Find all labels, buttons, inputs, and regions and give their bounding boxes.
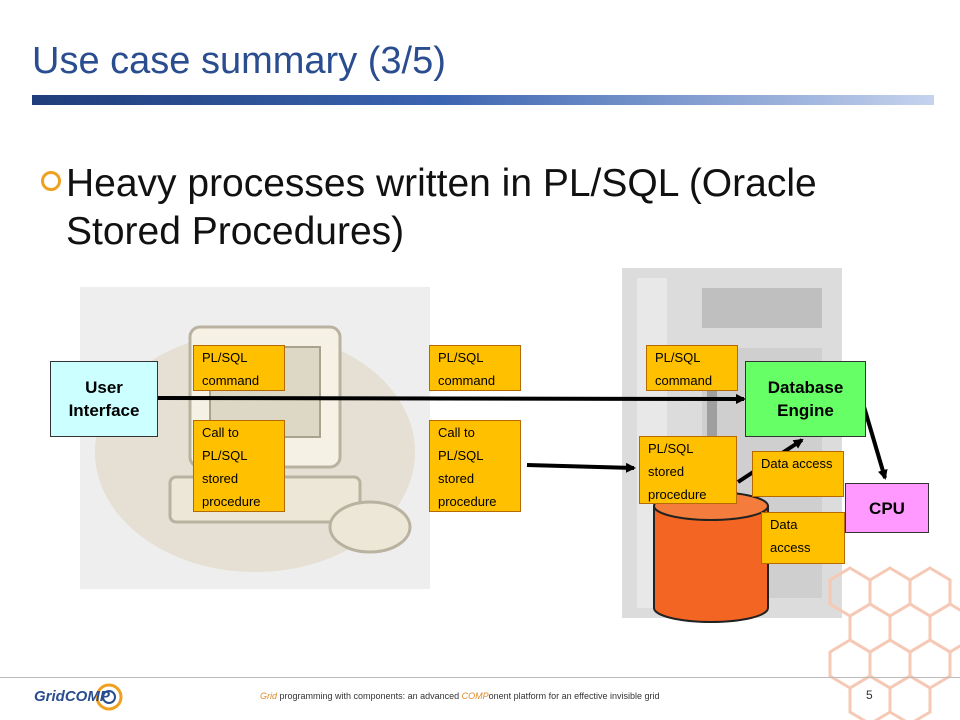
plsql-command-label: PL/SQL command xyxy=(429,345,521,391)
user-interface-box: User Interface xyxy=(50,361,158,437)
footer-grid-word: Grid xyxy=(260,691,278,701)
data-access-label: Data access xyxy=(761,512,845,564)
slide-title: Use case summary (3/5) xyxy=(32,40,446,82)
gridcomp-logo-icon xyxy=(95,683,123,711)
call-procedure-label: Call to PL/SQL stored procedure xyxy=(429,420,521,512)
title-underline xyxy=(32,95,934,105)
gridcomp-logo: GridCOMP xyxy=(34,688,110,705)
plsql-command-label: PL/SQL command xyxy=(193,345,285,391)
plsql-command-label: PL/SQL command xyxy=(646,345,738,391)
stored-procedure-label: PL/SQL stored procedure xyxy=(639,436,737,504)
footer-comp-word: COMP xyxy=(461,691,489,701)
bullet-text: Heavy processes written in PL/SQL (Oracl… xyxy=(66,162,817,253)
footer-text-part: programming with components: an advanced xyxy=(277,691,462,701)
bullet-ring-icon xyxy=(41,171,61,191)
footer-divider xyxy=(0,677,960,678)
page-number: 5 xyxy=(866,688,873,702)
arrow-call-to-procedure xyxy=(526,462,636,473)
call-procedure-label: Call to PL/SQL stored procedure xyxy=(193,420,285,512)
data-access-label: Data access xyxy=(752,451,844,497)
cpu-box: CPU xyxy=(845,483,929,533)
footer-text-part: onent platform for an effective invisibl… xyxy=(488,691,660,701)
footer-caption: Grid programming with components: an adv… xyxy=(260,691,660,701)
arrow-ui-to-engine xyxy=(157,393,746,404)
database-engine-box: Database Engine xyxy=(745,361,866,437)
hexagon-pattern-decoration xyxy=(828,566,960,720)
